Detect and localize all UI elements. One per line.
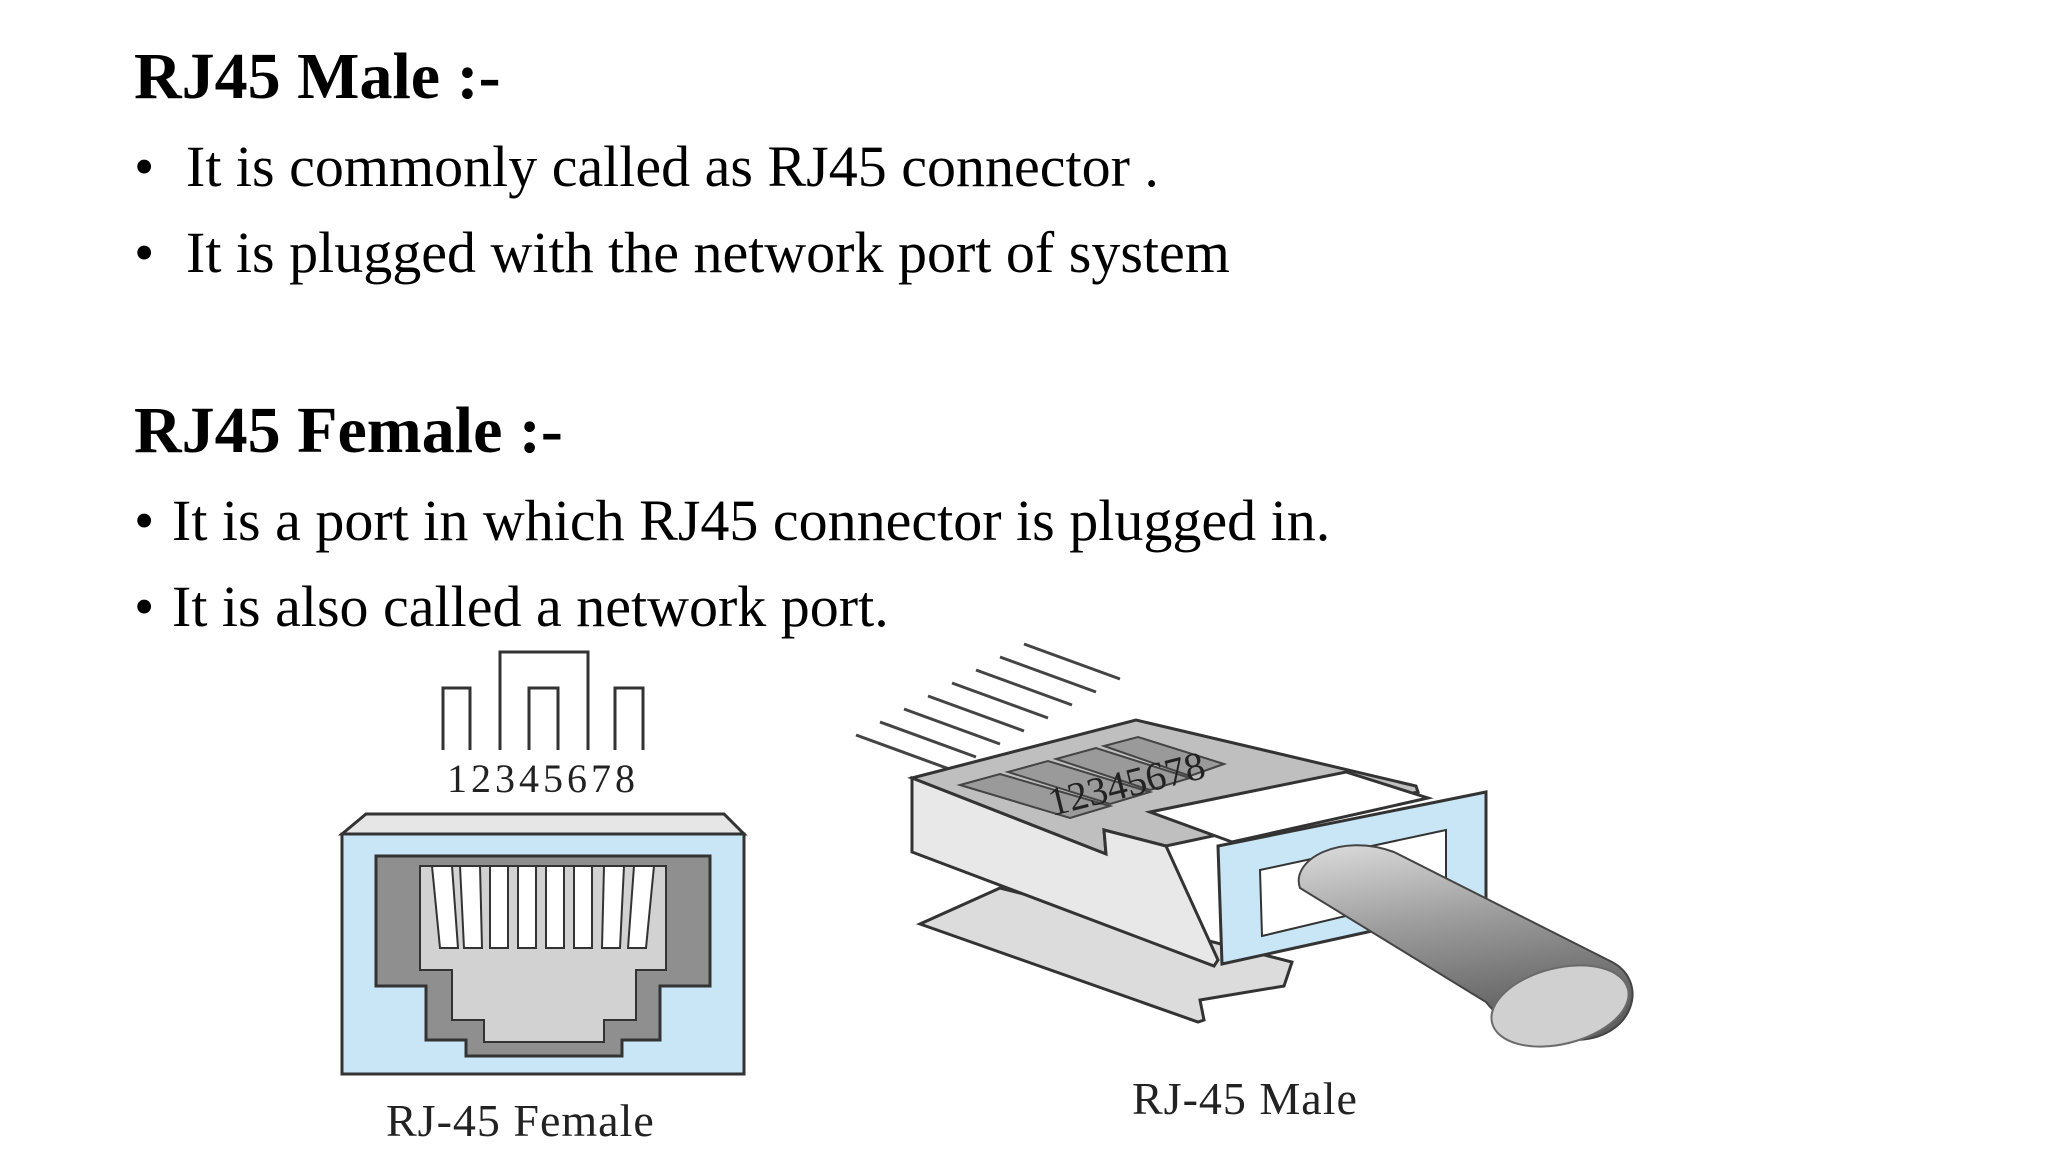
female-bullet-1-text: It is a port in which RJ45 connector is …	[172, 488, 1331, 553]
rj45-female-diagram: 12345678	[337, 650, 748, 1076]
male-top-window	[1144, 770, 1434, 844]
bullet-dot: •	[134, 134, 155, 199]
male-caption: RJ-45 Male	[1132, 1073, 1358, 1124]
female-housing-top	[337, 812, 748, 836]
female-pin-numbers: 12345678	[447, 756, 639, 801]
male-locking-tab	[915, 886, 1294, 1024]
male-bullet-2: •It is plugged with the network port of …	[134, 224, 1230, 282]
male-cable-cut-end	[1490, 964, 1630, 1048]
male-bullet-2-text: It is plugged with the network port of s…	[186, 220, 1230, 285]
bullet-dot: •	[134, 574, 155, 639]
bullet-dot: •	[134, 220, 155, 285]
female-bullet-2-text: It is also called a network port.	[172, 574, 889, 639]
female-inner-cavity	[419, 865, 667, 1043]
female-heading: RJ45 Female :-	[134, 394, 563, 467]
male-side-face	[910, 775, 1220, 968]
male-bullet-1: •It is commonly called as RJ45 connector…	[134, 138, 1159, 196]
male-contact-slots	[956, 735, 1228, 820]
female-bullet-1: •It is a port in which RJ45 connector is…	[134, 492, 1330, 550]
female-contact-pins	[430, 865, 656, 949]
male-wires	[855, 642, 1121, 772]
bullet-dot: •	[134, 488, 155, 553]
male-bullet-1-text: It is commonly called as RJ45 connector …	[186, 134, 1159, 199]
rj45-male-diagram: 12345678	[855, 642, 1634, 1048]
pin-pair-brackets	[441, 650, 645, 750]
female-bullet-2: •It is also called a network port.	[134, 578, 889, 636]
female-caption: RJ-45 Female	[386, 1095, 655, 1146]
male-heading: RJ45 Male :-	[134, 40, 501, 113]
